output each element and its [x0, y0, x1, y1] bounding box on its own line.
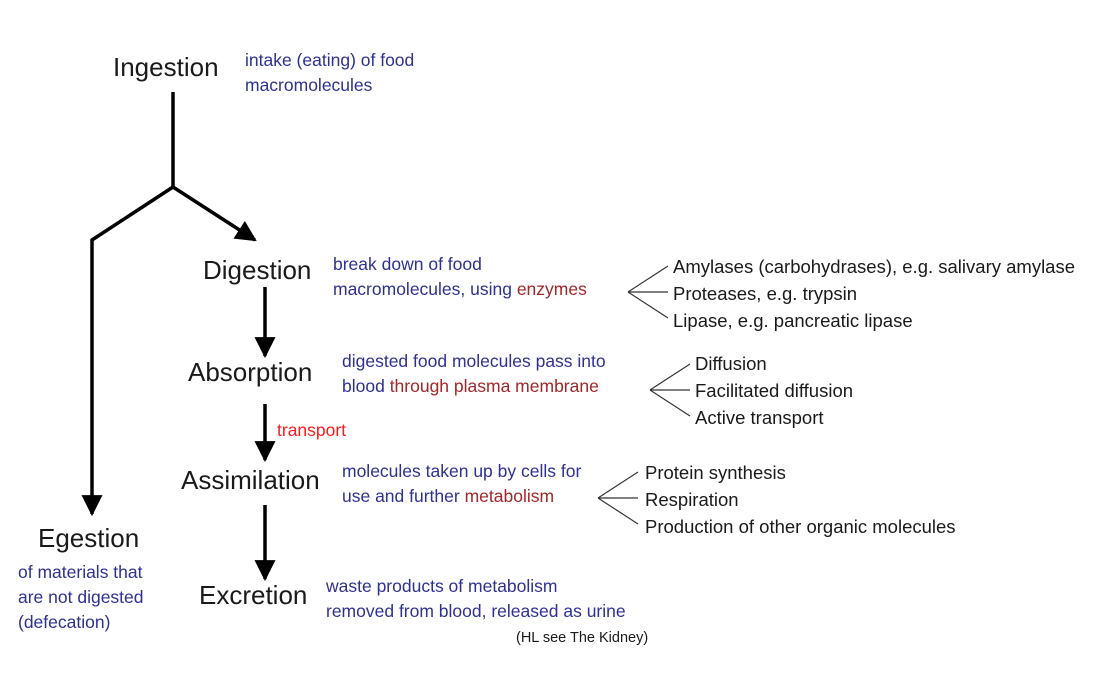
assimilation-respiration: Respiration — [645, 489, 739, 510]
stage-excretion: Excretion — [199, 580, 308, 610]
assimilation-protein-synthesis: Protein synthesis — [645, 462, 786, 483]
assimilation-organic-molecules: Production of other organic molecules — [645, 516, 956, 537]
highlight-plasma-membrane: through plasma membrane — [389, 376, 599, 396]
stage-assimilation: Assimilation — [181, 465, 320, 495]
absorption-description: digested food molecules pass into blood … — [342, 351, 606, 396]
egestion-description: of materials that are not digested (defe… — [18, 562, 144, 632]
absorption-diffusion: Diffusion — [695, 353, 767, 374]
highlight-metabolism: metabolism — [464, 486, 555, 506]
enzyme-proteases: Proteases, e.g. trypsin — [673, 283, 858, 304]
hl-kidney-note: (HL see The Kidney) — [516, 630, 649, 646]
stage-absorption: Absorption — [188, 357, 313, 387]
stage-egestion: Egestion — [38, 523, 140, 553]
digestion-branch-arrow — [172, 185, 257, 242]
ingestion-description: intake (eating) of food macromolecules — [245, 50, 415, 95]
digestion-description: break down of food macromolecules, using… — [333, 254, 587, 299]
highlight-enzymes: enzymes — [516, 279, 587, 299]
egestion-branch-arrow — [81, 185, 174, 517]
absorption-active-transport: Active transport — [695, 407, 824, 428]
digestion-enzymes-fan — [627, 265, 669, 319]
enzyme-amylases: Amylases (carbohydrases), e.g. salivary … — [673, 256, 1076, 277]
absorption-methods-fan — [649, 363, 691, 417]
absorption-facilitated-diffusion: Facilitated diffusion — [695, 380, 854, 401]
assimilation-uses-fan — [597, 471, 639, 525]
transport-label: transport — [277, 420, 347, 440]
stage-ingestion: Ingestion — [113, 52, 219, 82]
excretion-description: waste products of metabolism removed fro… — [326, 576, 626, 621]
enzyme-lipase: Lipase, e.g. pancreatic lipase — [673, 310, 913, 331]
stage-digestion: Digestion — [203, 255, 312, 285]
assimilation-description: molecules taken up by cells for use and … — [342, 461, 582, 506]
